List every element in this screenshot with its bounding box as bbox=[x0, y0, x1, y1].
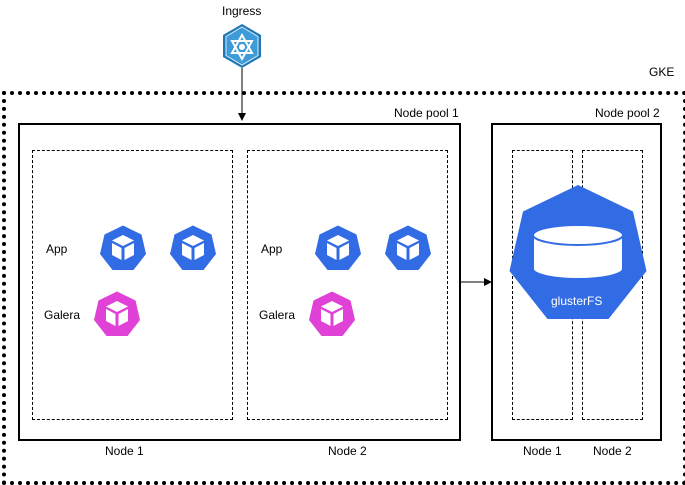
node1-app-label: App bbox=[46, 242, 68, 256]
glusterfs-label: glusterFS bbox=[551, 294, 603, 308]
ingress-label: Ingress bbox=[222, 4, 262, 18]
galera-pod-icon bbox=[94, 291, 140, 336]
app-pod-icon bbox=[315, 225, 361, 270]
pool2-node1-label: Node 1 bbox=[523, 444, 562, 458]
pool-connection-arrow bbox=[459, 278, 492, 286]
pool1-node2-box bbox=[247, 150, 448, 420]
pool1-label: Node pool 1 bbox=[394, 106, 459, 120]
ingress-icon bbox=[223, 24, 261, 68]
pool1-node2-label: Node 2 bbox=[328, 444, 367, 458]
app-pod-icon bbox=[100, 225, 146, 270]
pool1-node1-label: Node 1 bbox=[105, 444, 144, 458]
app-pod-icon bbox=[385, 225, 431, 270]
node2-galera-label: Galera bbox=[259, 308, 296, 322]
node-pool-2 bbox=[491, 123, 662, 441]
app-pod-icon bbox=[170, 225, 216, 270]
glusterfs-storage-icon bbox=[509, 185, 647, 319]
pool2-node2-label: Node 2 bbox=[593, 444, 632, 458]
node2-app-label: App bbox=[261, 242, 283, 256]
pool1-node1-box bbox=[32, 150, 233, 420]
pool2-label: Node pool 2 bbox=[595, 106, 660, 120]
cluster-label: GKE bbox=[649, 65, 675, 79]
database-icon bbox=[532, 224, 624, 280]
galera-pod-icon bbox=[309, 291, 355, 336]
node1-galera-label: Galera bbox=[44, 308, 81, 322]
